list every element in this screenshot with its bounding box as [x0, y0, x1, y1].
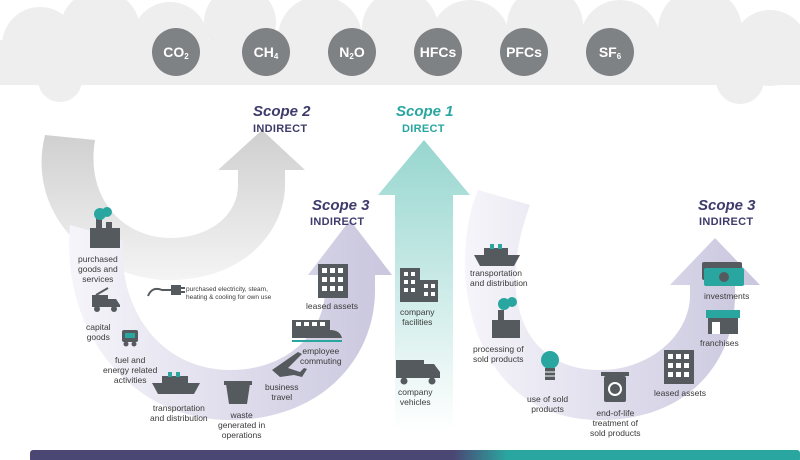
investments-label: investments — [704, 291, 750, 301]
building-icon — [318, 264, 348, 298]
company-vehicle-icon — [396, 360, 440, 385]
gas-pfcs: PFCs — [500, 28, 548, 76]
airplane-icon — [272, 352, 307, 377]
truck-icon — [92, 287, 120, 312]
fuel-cart-icon — [122, 330, 138, 347]
scope3-upstream-title: Scope 3 — [312, 197, 370, 214]
factory-icon — [90, 207, 120, 248]
bulb-icon — [541, 351, 559, 380]
franchises-label: franchises — [700, 338, 739, 348]
leased-assets-upstream-label: leased assets — [306, 301, 358, 311]
scope2-subtitle: INDIRECT — [253, 123, 308, 135]
company-facilities-icon — [400, 268, 438, 302]
cloud-band — [0, 0, 800, 104]
scope3-upstream-arrow — [69, 220, 392, 420]
processing-factory-icon — [492, 297, 520, 338]
dumpster-icon — [224, 381, 252, 404]
train-icon — [292, 320, 342, 342]
scope3-downstream-subtitle: INDIRECT — [699, 216, 754, 228]
gas-hfcs: HFCs — [414, 28, 462, 76]
bottom-bar — [30, 450, 800, 460]
scope2-activity-label: purchased electricity, steam,heating & c… — [186, 286, 272, 301]
plug-icon — [147, 285, 185, 297]
leased-assets-downstream-label: leased assets — [654, 388, 706, 398]
scope2-title: Scope 2 — [253, 103, 311, 120]
ship-icon — [152, 372, 200, 394]
scope1-title: Scope 1 — [396, 103, 454, 120]
scope3-downstream-title: Scope 3 — [698, 197, 756, 214]
money-icon — [702, 262, 744, 286]
building-downstream-icon — [664, 350, 694, 384]
ship-downstream-icon — [474, 244, 520, 266]
shop-icon — [706, 310, 740, 334]
scope1-subtitle: DIRECT — [402, 123, 445, 135]
scope3-upstream-subtitle: INDIRECT — [310, 216, 365, 228]
recycle-bin-icon — [601, 372, 629, 402]
